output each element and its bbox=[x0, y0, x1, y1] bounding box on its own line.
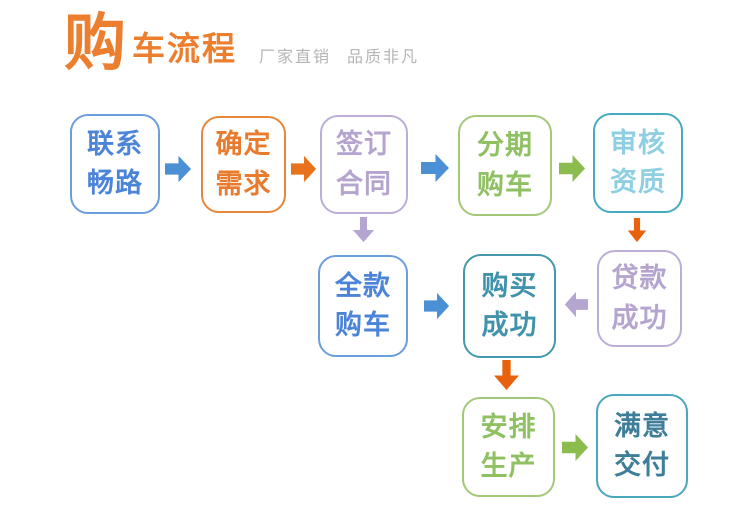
step-label-line: 全款 bbox=[335, 270, 391, 301]
step-label-line: 联系 bbox=[87, 128, 143, 159]
tagline: 厂家直销 品质非凡 bbox=[259, 43, 419, 67]
tagline-part-1: 厂家直销 bbox=[259, 49, 332, 67]
arrow-confirm-to-sign bbox=[291, 155, 317, 183]
right-arrow-icon bbox=[291, 155, 317, 183]
right-arrow-icon bbox=[424, 292, 450, 320]
arrow-loan-to-purchase bbox=[564, 291, 588, 318]
right-arrow-icon bbox=[559, 154, 586, 183]
step-label-line: 购买 bbox=[481, 270, 538, 301]
step-label-line: 畅路 bbox=[87, 168, 143, 198]
step-label-line: 成功 bbox=[481, 310, 538, 340]
logo-char: 购 bbox=[64, 9, 127, 78]
page-header: 购 车流程 厂家直销 品质非凡 bbox=[64, 12, 419, 75]
arrow-contact-to-confirm bbox=[165, 155, 192, 183]
flow-step-purchase-success: 购买 成功 bbox=[463, 254, 556, 358]
right-arrow-icon bbox=[421, 154, 449, 182]
flow-step-installment-purchase: 分期 购车 bbox=[458, 115, 552, 216]
right-arrow-icon bbox=[165, 155, 192, 183]
arrow-sign-to-installment bbox=[421, 153, 450, 183]
arrow-purchase-to-production bbox=[493, 360, 520, 391]
step-label-line: 购车 bbox=[335, 310, 391, 340]
step-label-line: 需求 bbox=[215, 168, 272, 199]
step-label-line: 审核 bbox=[610, 127, 666, 158]
flow-step-contact-changlu: 联系 畅路 bbox=[70, 114, 160, 214]
arrow-production-to-delivery bbox=[562, 433, 589, 462]
step-label-line: 资质 bbox=[610, 167, 666, 197]
step-label-line: 成功 bbox=[611, 302, 668, 333]
flow-step-confirm-needs: 确定 需求 bbox=[201, 116, 286, 213]
down-arrow-icon bbox=[352, 217, 375, 243]
tagline-part-2: 品质非凡 bbox=[347, 49, 420, 67]
step-label-line: 确定 bbox=[215, 129, 272, 160]
step-label-line: 购车 bbox=[477, 169, 533, 200]
step-label-line: 贷款 bbox=[611, 263, 668, 294]
step-label-line: 安排 bbox=[480, 411, 537, 442]
step-label-line: 交付 bbox=[614, 450, 670, 480]
flow-step-review-qualification: 审核 资质 bbox=[593, 113, 683, 213]
page-title: 车流程 bbox=[132, 30, 238, 68]
step-label-line: 合同 bbox=[336, 168, 392, 199]
arrow-sign-to-fullpayment bbox=[352, 217, 375, 243]
arrow-fullpayment-to-purchase bbox=[424, 292, 450, 320]
down-arrow-icon bbox=[494, 360, 519, 390]
step-label-line: 签订 bbox=[336, 129, 392, 160]
arrow-installment-to-review bbox=[559, 154, 586, 183]
flow-step-satisfied-delivery: 满意 交付 bbox=[596, 394, 688, 498]
arrow-review-to-loan bbox=[627, 218, 647, 243]
right-arrow-icon bbox=[562, 433, 589, 462]
down-arrow-icon bbox=[627, 218, 647, 243]
flow-step-arrange-production: 安排 生产 bbox=[462, 397, 555, 497]
step-label-line: 生产 bbox=[480, 451, 537, 481]
step-label-line: 分期 bbox=[477, 130, 533, 161]
flow-step-loan-success: 贷款 成功 bbox=[597, 250, 682, 347]
step-label-line: 满意 bbox=[614, 410, 670, 441]
flow-step-full-payment-purchase: 全款 购车 bbox=[318, 255, 408, 357]
left-arrow-icon bbox=[564, 291, 588, 318]
flow-step-sign-contract: 签订 合同 bbox=[320, 115, 408, 214]
